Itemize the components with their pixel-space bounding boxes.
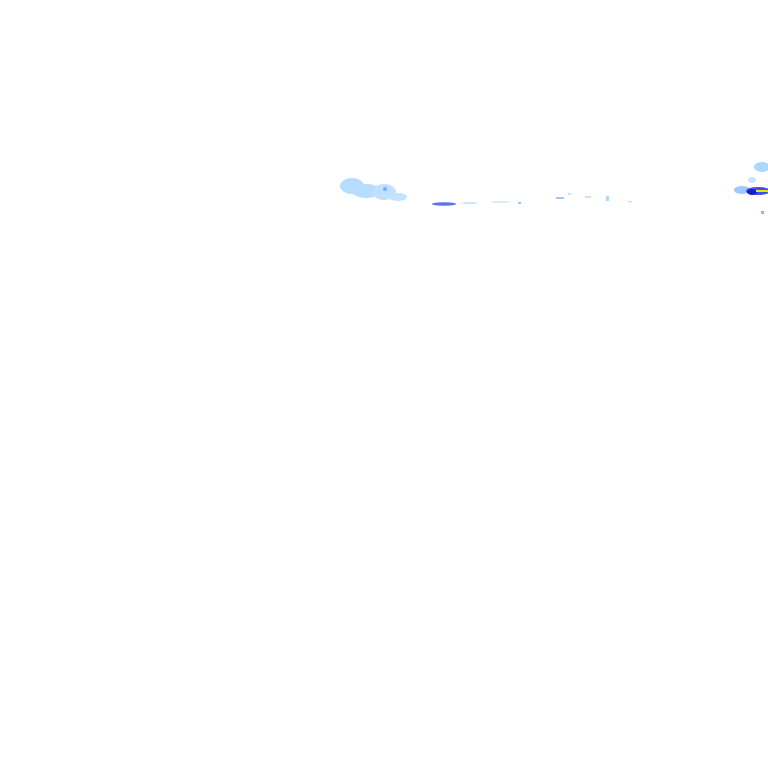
rain-cell-east [734,162,768,214]
rain-cell-west [340,178,407,201]
rain-band-center [432,193,632,206]
